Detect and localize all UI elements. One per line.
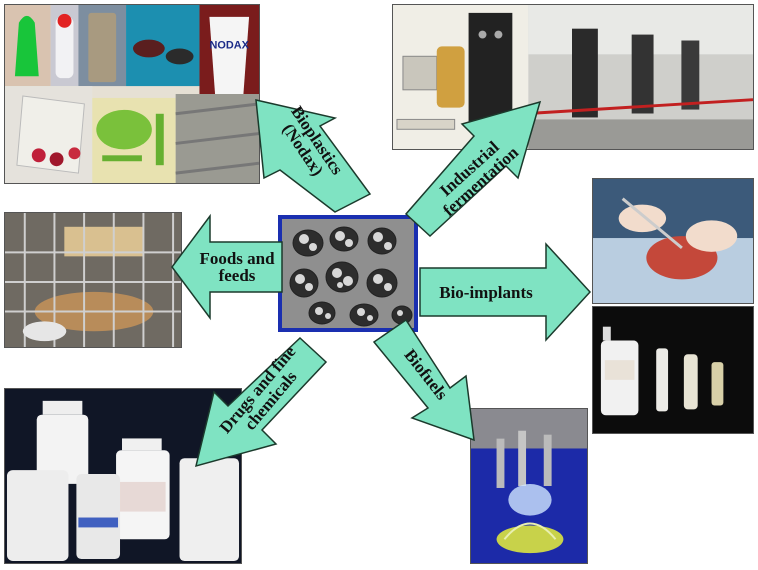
biofuels-photo [470, 408, 588, 564]
surgery-photo [592, 178, 754, 304]
label-biofuels: Biofuels [400, 345, 452, 404]
label-implants: Bio-implants [439, 283, 533, 302]
bioplastics-photo: NODAX [4, 4, 260, 184]
cup-brand-text: NODAX [210, 40, 250, 52]
label-foods-line1: Foods and [199, 249, 275, 268]
foods-feeds-photo [4, 212, 182, 348]
drugs-chemicals-photo [4, 388, 242, 564]
label-bioplastics: Bioplastics (Nodax) [266, 91, 355, 200]
label-foods-line2: feeds [218, 266, 256, 285]
label-foods-feeds: Foods and feeds [190, 250, 284, 284]
implant-materials-photo [592, 306, 754, 434]
fermentation-photo [392, 4, 754, 150]
center-microscopy-image [278, 215, 418, 332]
